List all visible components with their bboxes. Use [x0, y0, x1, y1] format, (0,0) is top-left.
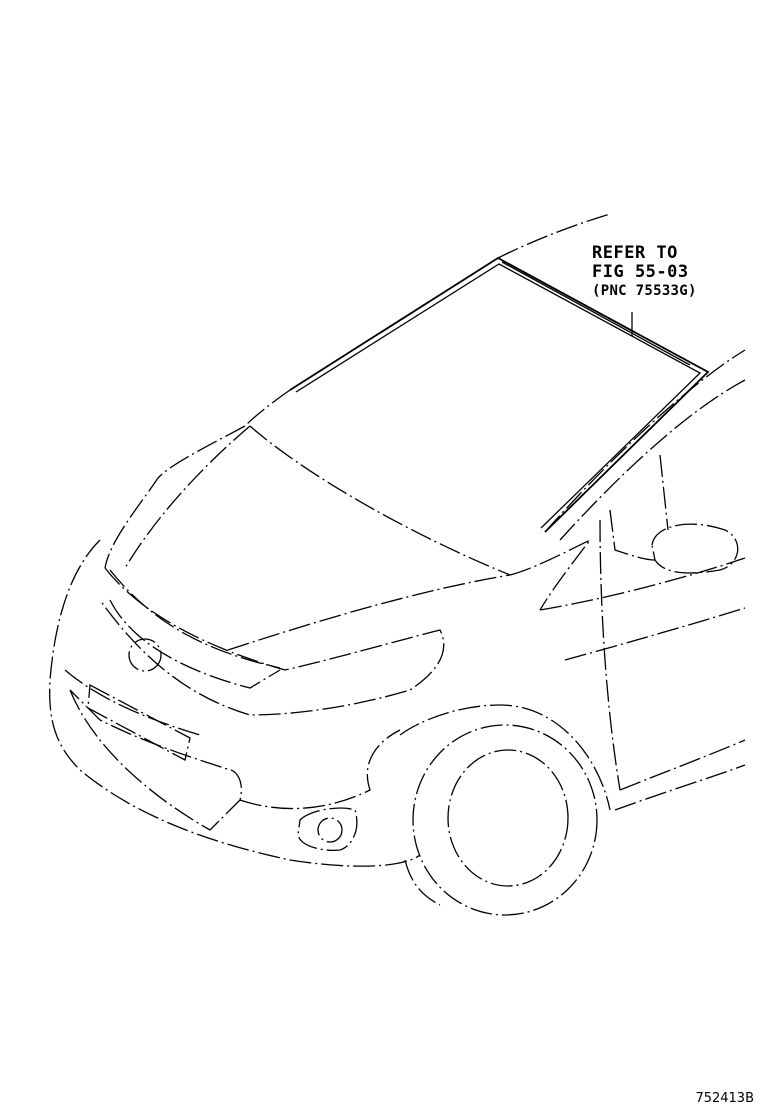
- callout-line-2: FIG 55-03: [592, 262, 689, 282]
- headlight: [99, 567, 445, 716]
- tire: [412, 724, 598, 916]
- bumper-lower: [239, 729, 401, 810]
- front-bumper: [49, 539, 421, 867]
- door-line-upper: [539, 557, 746, 611]
- side-mirror: [651, 523, 739, 574]
- figure-id: 752413B: [695, 1091, 754, 1106]
- rocker-line: [619, 739, 746, 791]
- headlight-inner: [109, 599, 281, 689]
- a-pillar-right: [544, 349, 746, 533]
- hood-front: [109, 569, 281, 669]
- grille-inner: [87, 683, 191, 761]
- window-frame: [659, 454, 669, 531]
- hood-outline: [104, 425, 246, 569]
- fog-lamp: [317, 817, 343, 843]
- fender-top: [509, 539, 591, 611]
- windshield-molding: [289, 256, 710, 533]
- arch-lower: [404, 859, 441, 906]
- wheel-rim: [447, 749, 569, 887]
- body-side-line: [564, 607, 746, 661]
- hood-crease: [227, 574, 511, 651]
- windshield-lower-edge: [249, 425, 511, 576]
- fog-lamp-bezel: [297, 807, 358, 851]
- callout-line-1: REFER TO: [592, 243, 678, 263]
- a-pillar-right-2: [559, 379, 746, 541]
- grille: [69, 689, 242, 831]
- rocker-line-2: [614, 764, 746, 811]
- bumper-top: [64, 669, 201, 736]
- headlight-lamp: [128, 638, 162, 672]
- roof-line: [497, 213, 611, 259]
- hood-center: [124, 425, 251, 569]
- callout-line-3: (PNC 75533G): [592, 283, 697, 299]
- refer-callout: REFER TO FIG 55-03 (PNC 75533G): [592, 244, 697, 300]
- mirror-base: [609, 509, 656, 561]
- a-pillar: [244, 389, 291, 427]
- wheel-arch: [399, 704, 611, 811]
- door-front-edge: [599, 519, 621, 791]
